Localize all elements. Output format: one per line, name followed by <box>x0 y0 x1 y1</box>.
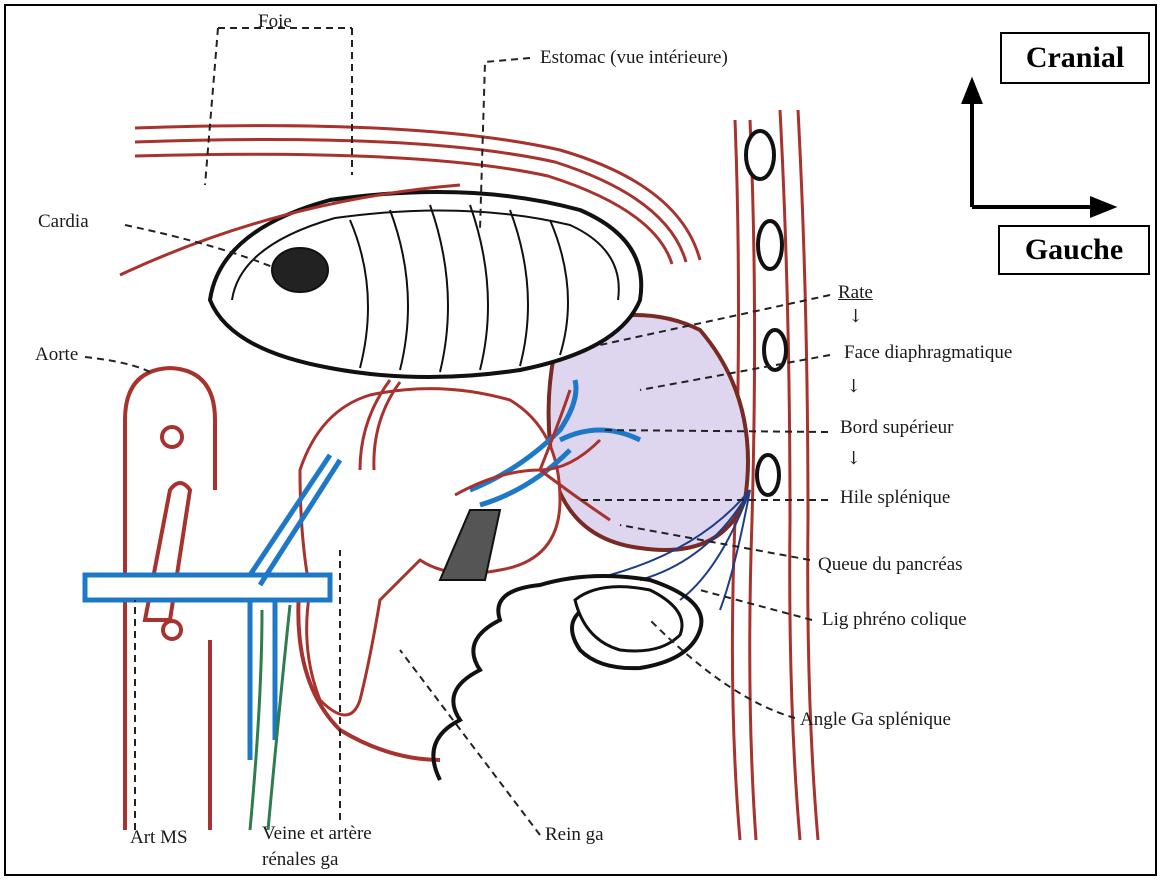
stomach <box>210 192 641 377</box>
cranial-label: Cranial <box>1026 41 1124 75</box>
label-aorte: Aorte <box>35 345 78 364</box>
label-art-ms: Art MS <box>130 828 188 847</box>
gauche-label: Gauche <box>1025 233 1123 267</box>
cardia-opening <box>272 248 328 292</box>
label-estomac: Estomac (vue intérieure) <box>540 48 728 67</box>
label-rein-ga: Rein ga <box>545 825 604 844</box>
label-veine-arteres-line1: Veine et artère <box>262 824 372 843</box>
label-lig-phreno-colique: Lig phréno colique <box>822 610 967 629</box>
label-hile-splenique: Hile splénique <box>840 488 950 507</box>
arrow-down-2: ↓ <box>846 378 861 396</box>
label-veine-arteres-line2: rénales ga <box>262 850 338 869</box>
label-rate: Rate <box>838 283 873 302</box>
label-foie: Foie <box>258 12 292 31</box>
arrow-down-3: ↓ <box>846 450 861 468</box>
label-angle-ga-splenique: Angle Ga splénique <box>800 710 951 729</box>
label-bord-superieur: Bord supérieur <box>840 418 953 437</box>
cranial-label-box: Cranial <box>1000 32 1150 84</box>
renal-vessels <box>250 605 290 830</box>
label-face-diaphragmatique: Face diaphragmatique <box>844 343 1012 362</box>
gauche-label-box: Gauche <box>998 225 1150 275</box>
colon-lumen <box>575 587 682 651</box>
label-cardia: Cardia <box>38 212 89 231</box>
arrow-down-1: ↓ <box>848 308 863 326</box>
label-queue-pancreas: Queue du pancréas <box>818 555 963 574</box>
orientation-axes <box>964 82 1112 215</box>
